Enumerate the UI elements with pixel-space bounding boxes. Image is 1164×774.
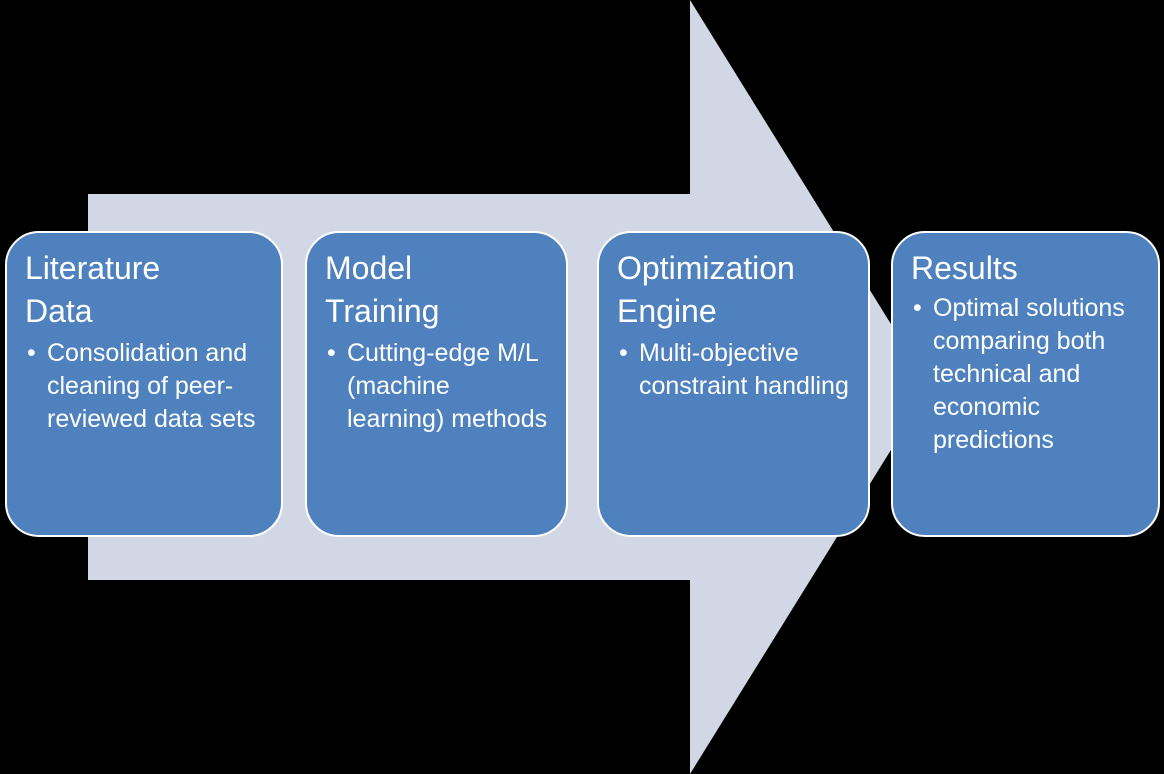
stage-title-optimization-engine: Optimization Engine xyxy=(617,250,795,329)
bullet-item: Multi-objective constraint handling xyxy=(617,337,856,403)
stage-box-results[interactable]: Results Optimal solutions comparing both… xyxy=(891,231,1160,537)
bullet-item: Consolidation and cleaning of peer-revie… xyxy=(25,337,269,436)
bullet-item: Optimal solutions comparing both technic… xyxy=(911,292,1146,457)
stage-bullets-model-training: Cutting-edge M/L (machine learning) meth… xyxy=(325,337,554,436)
stage-title-model-training: Model Training xyxy=(325,250,440,329)
stage-box-model-training[interactable]: Model Training Cutting-edge M/L (machine… xyxy=(305,231,568,537)
stage-box-optimization-engine[interactable]: Optimization Engine Multi-objective cons… xyxy=(597,231,870,537)
stage-box-literature-data[interactable]: Literature Data Consolidation and cleani… xyxy=(5,231,283,537)
stage-bullets-optimization-engine: Multi-objective constraint handling xyxy=(617,337,856,403)
stage-bullets-literature-data: Consolidation and cleaning of peer-revie… xyxy=(25,337,269,436)
stage-title-results: Results xyxy=(911,250,1018,286)
stage-bullets-results: Optimal solutions comparing both technic… xyxy=(911,292,1146,457)
stage-title-literature-data: Literature Data xyxy=(25,250,161,329)
bullet-item: Cutting-edge M/L (machine learning) meth… xyxy=(325,337,554,436)
